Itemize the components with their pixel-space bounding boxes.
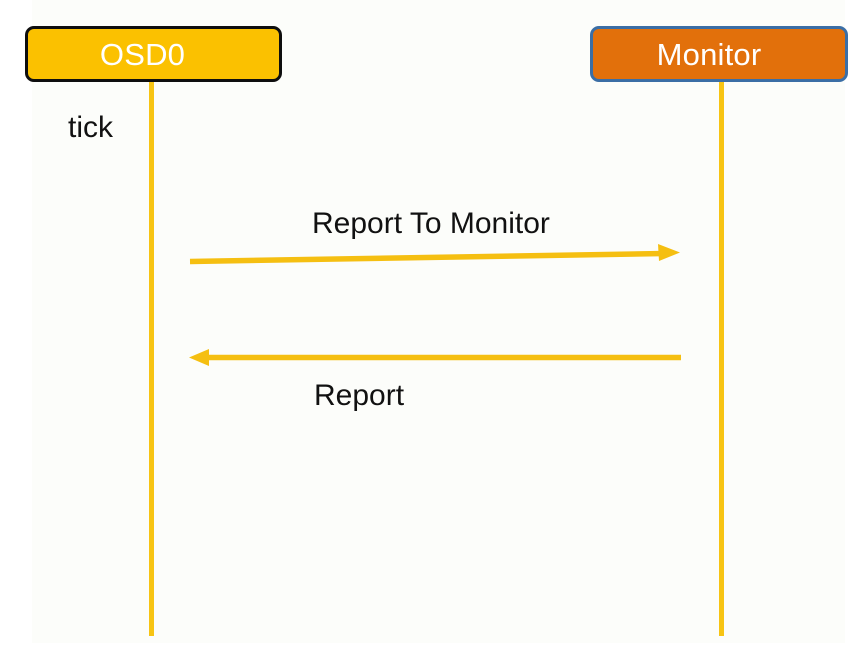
message-arrow-report-to-monitor[interactable] [189, 244, 680, 265]
lifeline-monitor [719, 80, 724, 636]
annotation-label-tick: tick [68, 111, 113, 144]
arrow-head-report-to-monitor [658, 244, 680, 261]
arrow-head-report [189, 349, 209, 366]
message-label-report-to-monitor: Report To Monitor [312, 207, 550, 240]
participant-box-monitor[interactable]: Monitor [590, 26, 848, 82]
diagram-panel [32, 0, 845, 643]
lifeline-osd0 [149, 80, 154, 636]
participant-label-osd0: OSD0 [99, 36, 186, 72]
participant-box-osd0[interactable]: OSD0 [25, 26, 282, 82]
message-arrow-report[interactable] [189, 349, 681, 366]
participant-label-monitor: Monitor [656, 36, 762, 72]
message-label-report: Report [314, 379, 405, 412]
arrow-shaft-report-to-monitor [189, 250, 665, 265]
